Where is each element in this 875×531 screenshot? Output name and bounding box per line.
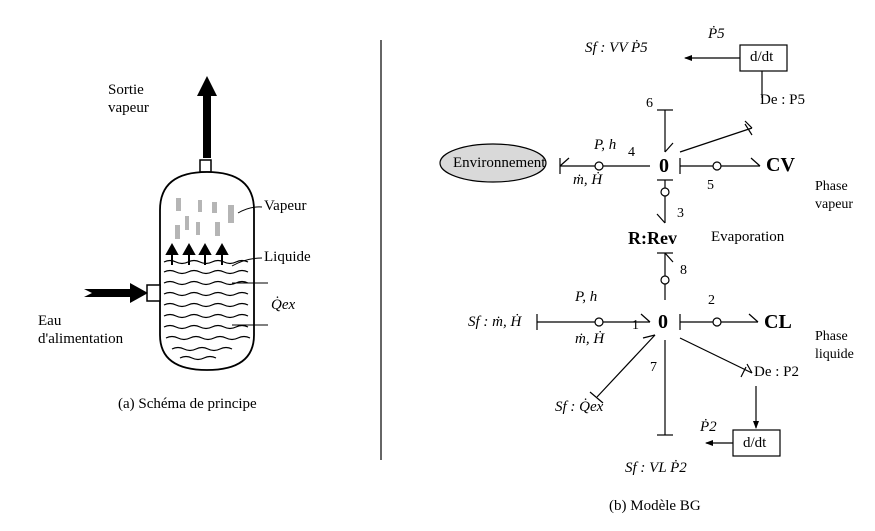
bond-7 bbox=[596, 334, 656, 398]
feed-water-label-line1: Eau bbox=[38, 313, 62, 329]
phase-liquide-line1: Phase bbox=[815, 329, 848, 344]
bond-number-6: 6 bbox=[646, 96, 653, 111]
vessel-schematic bbox=[84, 76, 268, 371]
phase-vapeur-line2: vapeur bbox=[815, 197, 854, 212]
ddt-bottom-label: d/dt bbox=[743, 435, 767, 451]
ddt-box-top bbox=[739, 44, 788, 72]
phase-vapeur-line1: Phase bbox=[815, 179, 848, 194]
sf-bottom-label: Sf : VL Ṗ2 bbox=[625, 460, 687, 476]
rrev-label: R:Rev bbox=[628, 228, 677, 248]
ph-top-label: P, h bbox=[594, 137, 617, 153]
outlet-nozzle bbox=[199, 159, 212, 173]
steam-outlet-arrow-head bbox=[197, 76, 217, 96]
liquid-waves bbox=[163, 259, 251, 361]
cv-label: CV bbox=[766, 154, 795, 176]
bond-graph bbox=[439, 44, 788, 457]
bond-de-top bbox=[679, 127, 753, 153]
cl-label: CL bbox=[764, 311, 792, 333]
mh-top-label: ṁ, Ḣ bbox=[573, 172, 603, 188]
leader-vapeur bbox=[237, 206, 263, 214]
leader-liquide bbox=[231, 257, 263, 267]
outlet-label-line2: vapeur bbox=[108, 100, 149, 116]
bond-number-8: 8 bbox=[680, 263, 687, 278]
inlet-nozzle bbox=[146, 284, 161, 302]
ddt-top-label: d/dt bbox=[750, 49, 774, 65]
feed-water-arrow-head bbox=[130, 283, 148, 303]
phase-liquide-line2: liquide bbox=[815, 347, 854, 362]
environment-label: Environnement bbox=[453, 155, 546, 171]
bond-number-1: 1 bbox=[632, 318, 639, 333]
bond-de-bottom bbox=[679, 337, 753, 374]
environment-ellipse bbox=[439, 143, 547, 183]
sf-top-label: Sf : VV Ṗ5 bbox=[585, 40, 648, 56]
de-top-label: De : P5 bbox=[760, 92, 805, 108]
feed-water-label-line2: d'alimentation bbox=[38, 331, 124, 347]
evaporation-label: Evaporation bbox=[711, 229, 785, 245]
outlet-label-line1: Sortie bbox=[108, 82, 144, 98]
vapeur-label: Vapeur bbox=[264, 198, 307, 214]
vapour-specks bbox=[175, 198, 234, 239]
bond-number-4: 4 bbox=[628, 145, 635, 160]
zero-junction-top: 0 bbox=[659, 155, 669, 177]
de-bottom-label: De : P2 bbox=[754, 364, 799, 380]
ph-bottom-label: P, h bbox=[575, 289, 598, 305]
p2dot-label: Ṗ2 bbox=[700, 419, 717, 435]
sf-left-label: Sf : ṁ, Ḣ bbox=[468, 314, 522, 330]
bond-number-2: 2 bbox=[708, 293, 715, 308]
sf-qex-label: Sf : Q̇ex bbox=[555, 399, 604, 415]
caption-b: (b) Modèle BG bbox=[609, 498, 701, 514]
evaporation-arrows bbox=[165, 242, 229, 265]
p5dot-label: Ṗ5 bbox=[708, 26, 725, 42]
qex-label: Q̇ex bbox=[271, 297, 296, 313]
zero-junction-bottom: 0 bbox=[658, 311, 668, 333]
liquide-label: Liquide bbox=[264, 249, 311, 265]
caption-a: (a) Schéma de principe bbox=[118, 396, 257, 412]
bond-number-7: 7 bbox=[650, 360, 657, 375]
bond-number-5: 5 bbox=[707, 178, 714, 193]
bond-number-3: 3 bbox=[677, 206, 684, 221]
mh-bottom-label: ṁ, Ḣ bbox=[575, 331, 605, 347]
